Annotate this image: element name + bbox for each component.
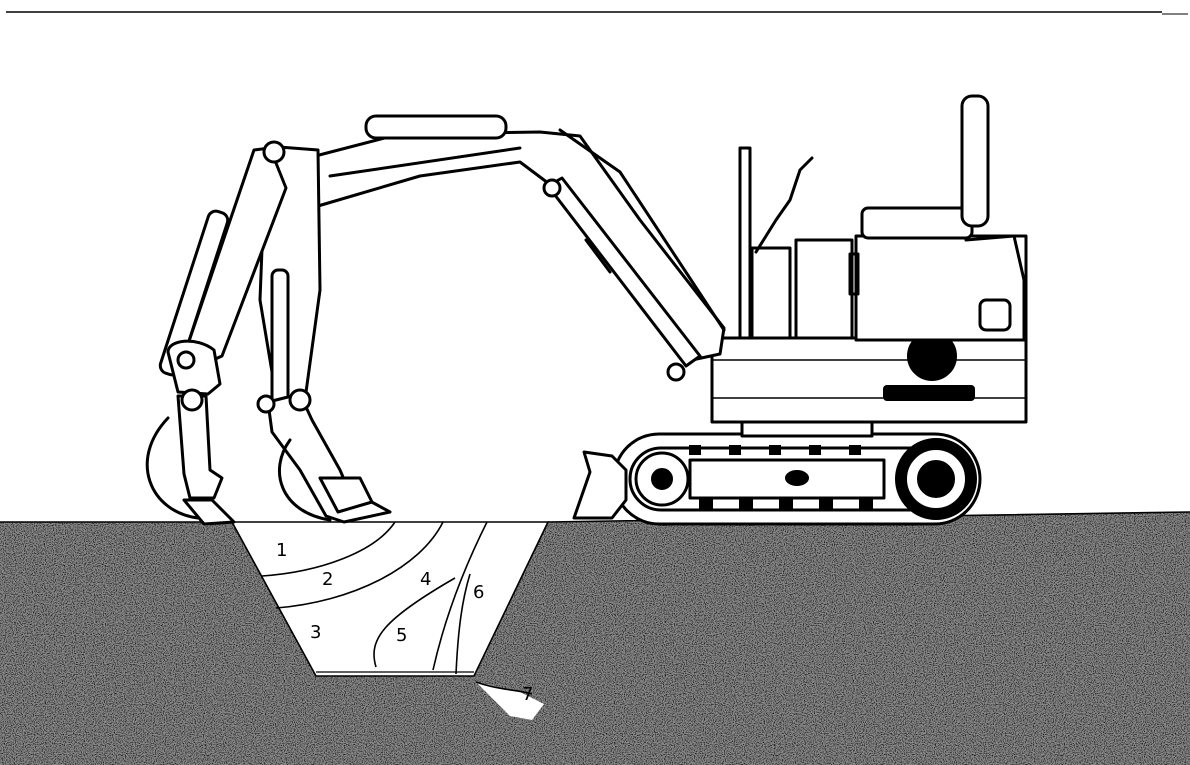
zone-label-1: 1 xyxy=(276,540,287,561)
zone-label-4: 4 xyxy=(420,569,431,590)
zone-label-7: 7 xyxy=(522,684,533,705)
zone-label-2: 2 xyxy=(322,569,333,590)
boom xyxy=(295,114,726,382)
dozer-blade xyxy=(572,450,628,520)
zone-label-5: 5 xyxy=(396,625,407,646)
crawler-track xyxy=(612,432,982,526)
linkages xyxy=(176,140,312,414)
ground-gravel xyxy=(0,512,1190,765)
excavator xyxy=(145,94,1028,526)
zone-label-3: 3 xyxy=(310,622,321,643)
upper-structure xyxy=(710,94,1028,438)
zone-boundaries xyxy=(261,521,533,695)
arm-rear xyxy=(145,146,288,526)
zone-label-6: 6 xyxy=(473,582,484,603)
